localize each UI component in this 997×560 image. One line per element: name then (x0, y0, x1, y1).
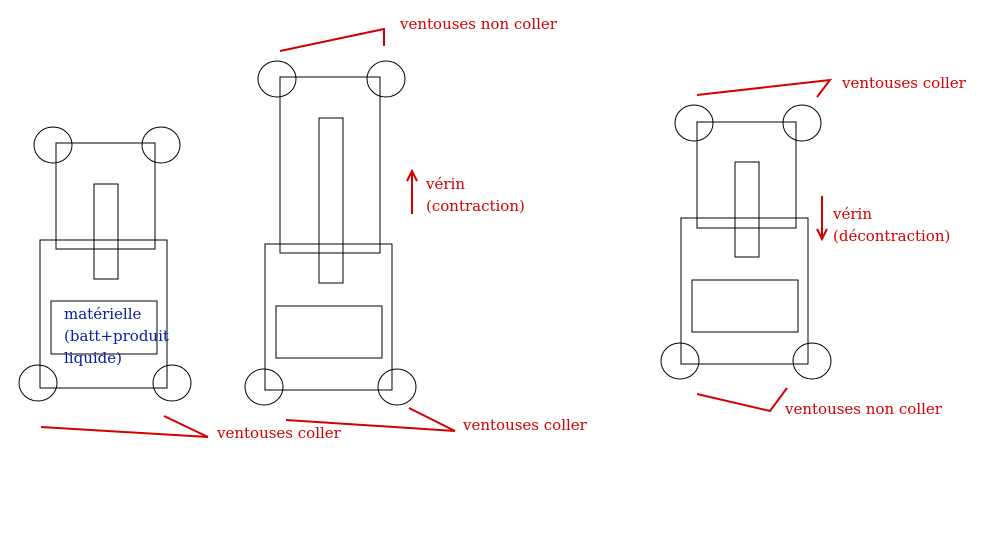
arrow-up-head-icon (406, 168, 418, 182)
robot-3-material-box (691, 279, 799, 333)
annotation-pointer (285, 419, 456, 432)
material-label-line-1: matérielle (64, 305, 142, 323)
robot-1-upper-body (55, 142, 156, 250)
verin-state-label: (contraction) (426, 197, 525, 215)
top-middle-label: ventouses non coller (399, 15, 558, 33)
verin-label: vérin (425, 175, 465, 193)
annotation-pointer (696, 387, 788, 413)
bottom-left-annotation: ventouses coller (40, 415, 342, 442)
robot-2 (244, 60, 417, 406)
robot-1: matérielle (batt+produit liquide) (18, 126, 192, 402)
robot-2-piston-rod (318, 117, 344, 284)
bottom-right-label: ventouses non coller (784, 400, 943, 418)
bottom-left-label: ventouses coller (216, 424, 342, 442)
suction-cup (366, 60, 406, 98)
annotation-pointer (40, 426, 209, 438)
annotation-pointer (408, 407, 456, 432)
robot-3-piston-rod (734, 161, 760, 258)
robot-2-lower-body (264, 243, 393, 391)
annotation-pointer (696, 78, 833, 98)
robot-1-lower-body (39, 239, 168, 389)
robot-1-material-box (50, 300, 158, 355)
annotation-pointer (163, 415, 209, 438)
robot-2-material-box (275, 305, 383, 359)
robot-3 (660, 104, 832, 380)
robot-3-upper-body (696, 121, 797, 229)
suction-cup (18, 364, 58, 402)
suction-cup (782, 104, 822, 142)
verin-state-label: (décontraction) (833, 227, 950, 245)
top-right-annotation: ventouses coller (696, 74, 967, 98)
suction-cup (244, 368, 284, 406)
material-label-line-2: (batt+produit (64, 327, 169, 345)
arrow-down-head-icon (816, 228, 828, 242)
suction-cup (660, 342, 700, 380)
robot-3-lower-body (680, 217, 809, 365)
annotation-pointer (279, 27, 385, 52)
suction-cup (141, 126, 181, 164)
bottom-middle-annotation: ventouses coller (285, 407, 588, 434)
verin-label: vérin (832, 205, 872, 223)
bottom-middle-label: ventouses coller (462, 416, 588, 434)
robot-2-upper-body (279, 76, 381, 254)
material-label-line-3: liquide) (64, 349, 122, 367)
bottom-right-annotation: ventouses non coller (696, 387, 943, 418)
top-right-label: ventouses coller (841, 74, 967, 92)
suction-cup (792, 342, 832, 380)
suction-cup (674, 104, 714, 142)
suction-cup (257, 60, 297, 98)
verin-contraction-annotation: vérin (contraction) (406, 168, 525, 215)
verin-decontraction-annotation: vérin (décontraction) (816, 196, 950, 245)
top-middle-annotation: ventouses non coller (279, 15, 558, 52)
suction-cup (377, 368, 417, 406)
suction-cup (152, 364, 192, 402)
robot-1-piston-rod (93, 183, 119, 280)
suction-cup (33, 126, 73, 164)
